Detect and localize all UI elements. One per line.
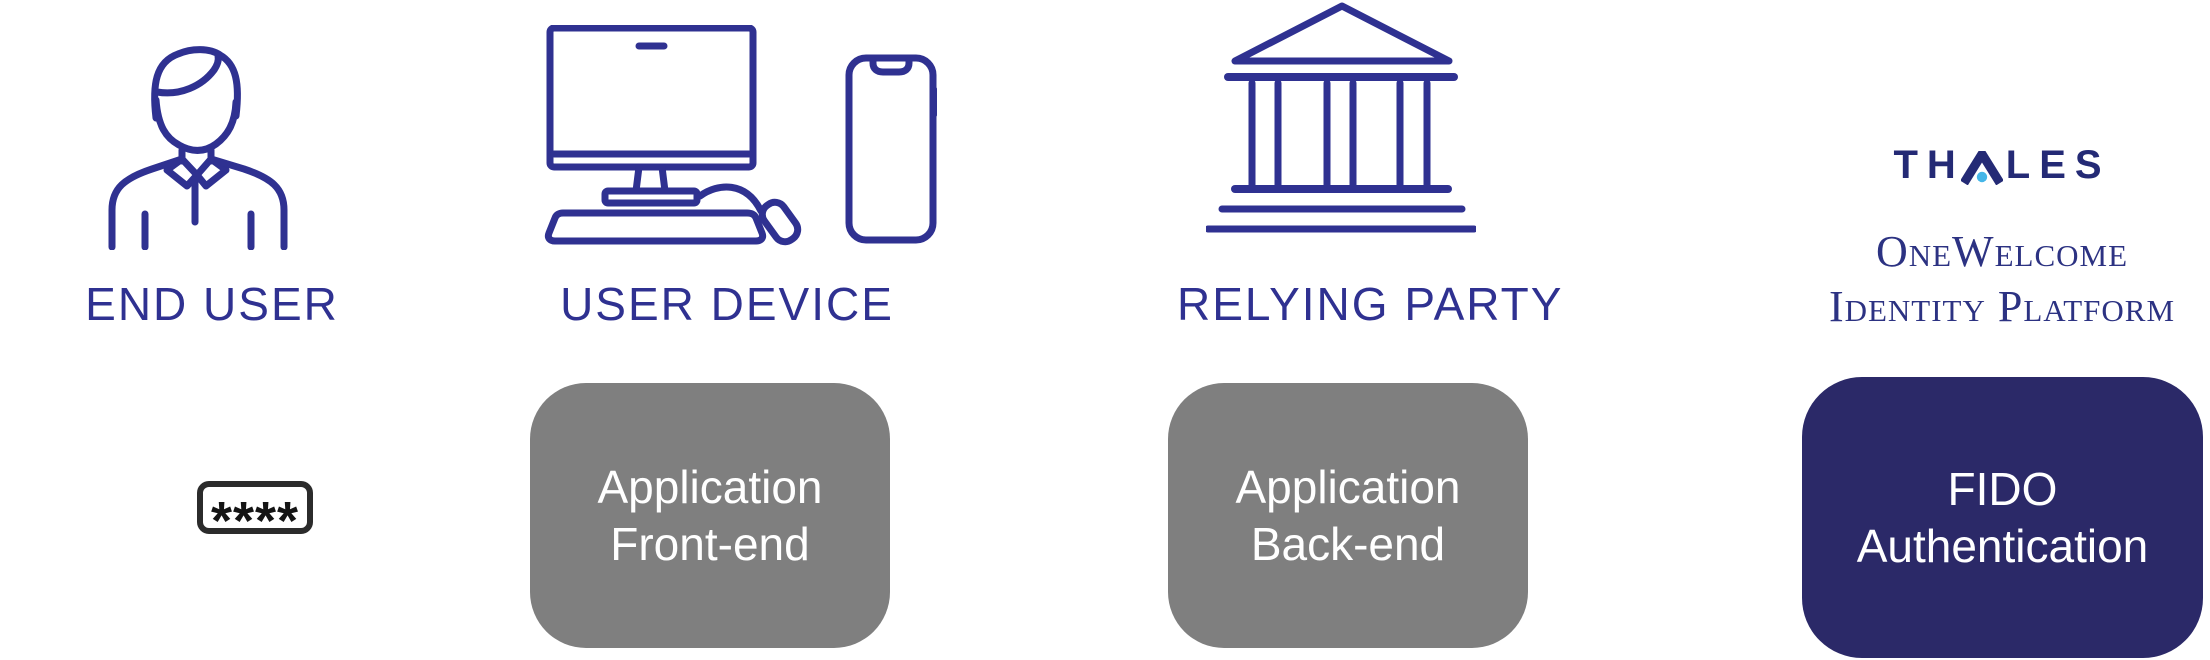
desktop-and-smartphone-icon: [544, 25, 937, 246]
application-frontend-line1: Application: [597, 461, 823, 514]
password-asterisks: ****: [210, 490, 300, 534]
relying-party-label: RELYING PARTY: [1177, 278, 1564, 330]
thales-logo: TH LES: [1865, 117, 2139, 212]
person-icon: [108, 46, 288, 250]
application-backend-line1: Application: [1235, 461, 1461, 514]
thales-logo-a-icon: [1960, 151, 2003, 185]
onewelcome-label-line1: OneWelcome: [1875, 227, 2129, 276]
fido-box-line1: FIDO: [1947, 463, 2058, 516]
onewelcome-identity-platform-label: OneWelcome Identity Platform: [1782, 224, 2210, 334]
end-user-label: END USER: [85, 278, 339, 330]
password-field: ****: [197, 481, 313, 534]
application-backend-box: Application Back-end: [1168, 383, 1528, 648]
fido-box-line2: Authentication: [1856, 519, 2149, 572]
application-frontend-box: Application Front-end: [530, 383, 890, 648]
user-device-label: USER DEVICE: [560, 278, 894, 330]
desktop-computer-icon: [544, 25, 802, 246]
application-frontend-line2: Front-end: [610, 517, 810, 570]
thales-logo-letters-th: TH: [1893, 143, 1965, 187]
thales-logo-letters-les: LES: [2005, 143, 2111, 187]
fido-authentication-box: FIDO Authentication: [1802, 377, 2203, 658]
smartphone-icon: [845, 54, 937, 244]
onewelcome-label-line2: Identity Platform: [1828, 282, 2176, 331]
bank-building-icon: [1206, 2, 1476, 233]
thales-a-dot: [1976, 171, 1987, 183]
application-backend-line2: Back-end: [1250, 517, 1446, 570]
